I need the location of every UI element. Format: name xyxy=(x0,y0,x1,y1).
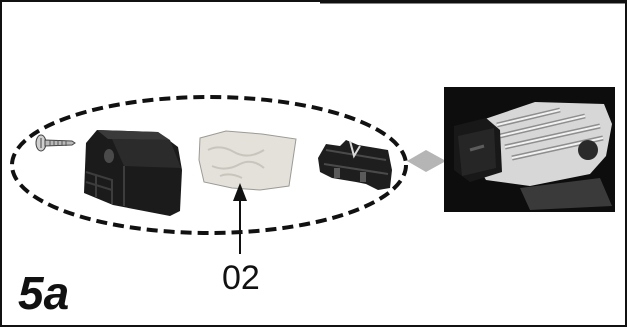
step-label: 5a xyxy=(18,270,69,316)
engine-photo xyxy=(444,87,615,212)
filter-cover-part xyxy=(84,130,182,216)
callout-number: 02 xyxy=(222,261,260,295)
filter-holder-part xyxy=(318,140,392,190)
connector-diamond xyxy=(407,150,446,172)
callout-arrow xyxy=(233,183,247,254)
filter-element-part xyxy=(199,131,296,190)
screw-part xyxy=(36,135,75,151)
